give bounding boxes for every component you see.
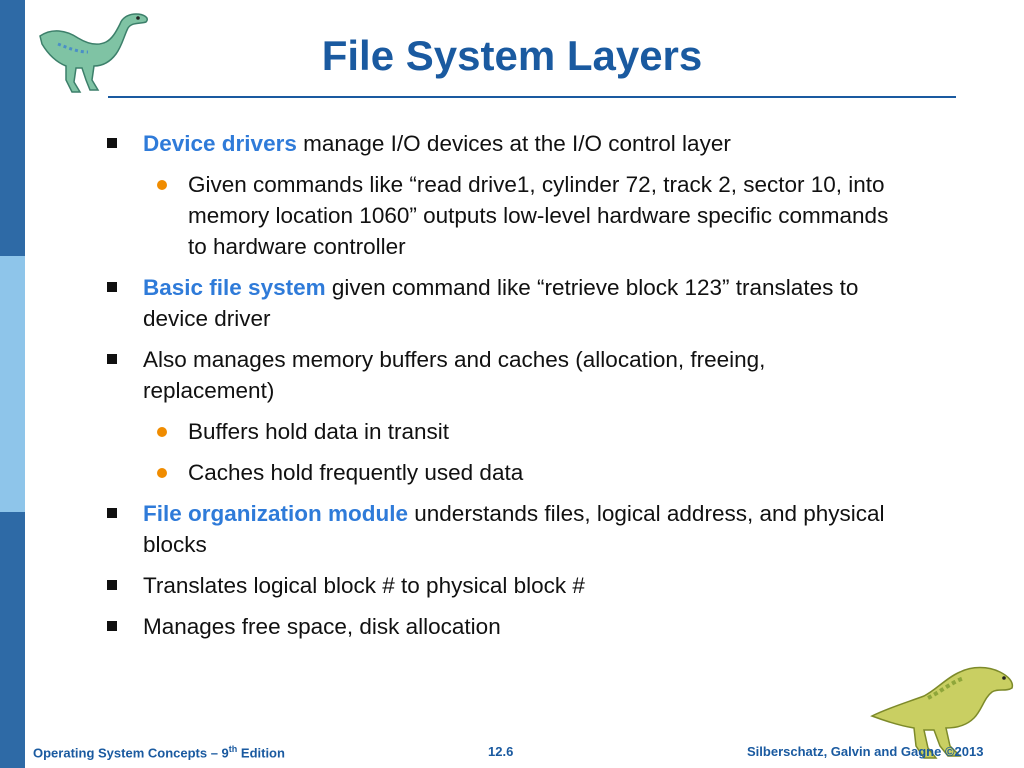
dinosaur-icon: [870, 666, 1014, 759]
bullet-list: Device drivers manage I/O devices at the…: [100, 128, 900, 652]
square-bullet-icon: [107, 138, 117, 148]
footer-course-title: Operating System Concepts – 9th Edition: [33, 744, 285, 760]
bullet-text: Manages free space, disk allocation: [143, 614, 501, 639]
footer-title-superscript: th: [228, 744, 238, 754]
dinosaur-icon: [39, 13, 148, 93]
sub-bullet-item: Given commands like “read drive1, cylind…: [157, 169, 900, 262]
page-title: File System Layers: [321, 32, 703, 79]
bullet-item: Manages free space, disk allocation: [100, 611, 900, 642]
left-accent-bar-light-segment: [0, 256, 25, 512]
square-bullet-icon: [107, 282, 117, 292]
bullet-emphasis: Basic file system: [143, 275, 326, 300]
square-bullet-icon: [107, 354, 117, 364]
sub-bullet-item: Caches hold frequently used data: [157, 457, 900, 488]
bullet-text: given command like “retrieve block 123” …: [143, 275, 859, 331]
sub-bullet-text: Given commands like “read drive1, cylind…: [188, 172, 889, 259]
bullet-text: manage I/O devices at the I/O control la…: [296, 131, 731, 156]
bullet-text: understands files, logical address, and …: [143, 501, 885, 557]
dot-bullet-icon: [157, 180, 167, 190]
bullet-item: Translates logical block # to physical b…: [100, 570, 900, 601]
bullet-text: Also manages memory buffers and caches (…: [143, 347, 766, 403]
bullet-item: File organization module understands fil…: [100, 498, 900, 560]
sub-bullet-item: Buffers hold data in transit: [157, 416, 900, 447]
sub-bullet-text: Caches hold frequently used data: [188, 460, 524, 485]
footer-copyright: Silberschatz, Galvin and Gagne ©2013: [747, 744, 984, 759]
bullet-item: Device drivers manage I/O devices at the…: [100, 128, 900, 159]
bullet-text: Translates logical block # to physical b…: [143, 573, 585, 598]
dot-bullet-icon: [157, 468, 167, 478]
dot-bullet-icon: [157, 427, 167, 437]
square-bullet-icon: [107, 508, 117, 518]
bullet-emphasis: File organization module: [143, 501, 409, 526]
footer-slide-number: 12.6: [488, 744, 514, 759]
title-divider: [108, 96, 956, 98]
bullet-emphasis: Device drivers: [143, 131, 297, 156]
sub-bullet-text: Buffers hold data in transit: [188, 419, 449, 444]
left-accent-bar: [0, 0, 25, 768]
square-bullet-icon: [107, 580, 117, 590]
bullet-item: Basic file system given command like “re…: [100, 272, 900, 334]
footer-title-suffix: Edition: [237, 745, 285, 761]
bullet-item: Also manages memory buffers and caches (…: [100, 344, 900, 406]
footer-title-prefix: Operating System Concepts – 9: [33, 745, 229, 761]
square-bullet-icon: [107, 621, 117, 631]
